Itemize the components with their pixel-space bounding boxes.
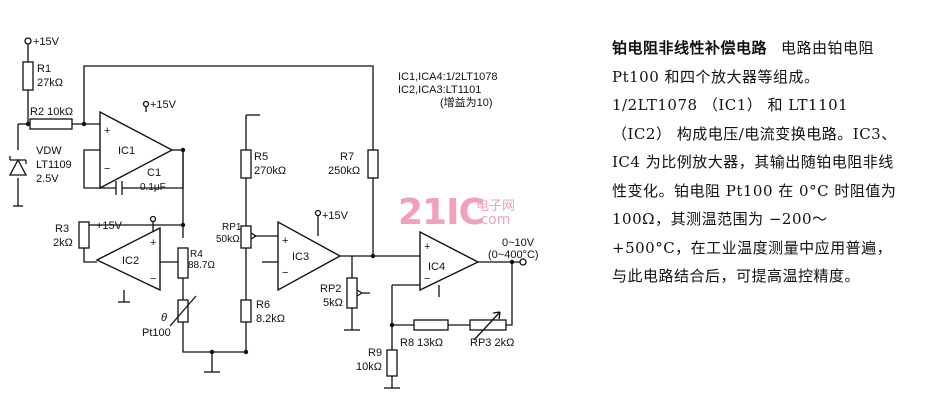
ic4-opamp [419, 230, 480, 292]
svg-text:+: + [282, 235, 288, 247]
ic1-opamp [99, 110, 174, 190]
svg-text:+: + [150, 237, 156, 249]
r8-label: R8 13kΩ [400, 337, 443, 349]
r2-resistor [29, 118, 73, 130]
svg-text:−: − [282, 267, 288, 279]
ic1-vplus-terminal [142, 100, 150, 108]
svg-text:−: − [150, 273, 156, 285]
r9-name: R9 [368, 347, 382, 359]
rp2-name: RP2 [320, 283, 341, 295]
note-line-1: IC1,ICA4:1/2LT1078 [398, 71, 497, 83]
rp2-potentiometer [346, 277, 370, 309]
svg-text:+: + [424, 241, 430, 253]
ic3-label: IC3 [292, 251, 309, 263]
watermark-domain: .com [476, 212, 511, 228]
vplus-terminal [24, 37, 32, 45]
circuit-schematic: + − + − + − + − +15V R1 27kΩ R2 10kΩ VDW… [8, 36, 539, 389]
pt100-label: Pt100 [142, 327, 171, 339]
vdw-part: LT1109 [36, 159, 72, 171]
note-line-2: IC2,ICA3:LT1101 [398, 84, 481, 96]
svg-text:−: − [424, 273, 430, 285]
c1-capacitor [115, 181, 130, 195]
ic2-vplus-terminal [149, 215, 157, 223]
description-title: 铂电阻非线性补偿电路 [612, 39, 768, 57]
r1-value: 27kΩ [37, 77, 63, 89]
r3-resistor [78, 221, 90, 249]
ic4-label: IC4 [428, 261, 445, 273]
junction-dots [25, 121, 515, 355]
ic3-vplus-label: +15V [322, 210, 349, 222]
r3-value: 2kΩ [53, 237, 73, 249]
ic2-label: IC2 [122, 255, 139, 267]
description-body: 电路由铂电阻 Pt100 和四个放大器等组成。1/2LT1078 （IC1） 和… [612, 39, 897, 285]
rp1-value: 50kΩ [216, 234, 240, 245]
r2-label: R2 10kΩ [30, 106, 73, 118]
r7-value: 250kΩ [328, 165, 360, 177]
rp1-name: RP1 [222, 222, 242, 233]
output-range: 0~10V [502, 237, 535, 249]
vdw-name: VDW [36, 145, 62, 157]
r4-value: 88.7Ω [188, 260, 215, 271]
r6-name: R6 [256, 299, 270, 311]
ic3-vplus-terminal [314, 209, 322, 217]
r4-name: R4 [190, 249, 203, 260]
r6-value: 8.2kΩ [256, 313, 285, 325]
r9-resistor [386, 349, 398, 377]
note-line-3: (增益为10) [440, 95, 493, 109]
ic2-opamp [95, 226, 161, 292]
r8-resistor [413, 319, 449, 331]
watermark-brand: 21IC [398, 192, 485, 233]
svg-text:+: + [104, 125, 110, 137]
r7-resistor [367, 149, 379, 179]
ic2-vplus-label: +15V [96, 220, 123, 232]
theta-symbol: θ [161, 312, 167, 324]
rp3-label: RP3 2kΩ [470, 337, 514, 349]
description-block: 铂电阻非线性补偿电路电路由铂电阻 Pt100 和四个放大器等组成。1/2LT10… [612, 34, 902, 291]
ic1-vplus-label: +15V [150, 99, 177, 111]
vplus-label: +15V [33, 36, 60, 48]
output-terminal [519, 258, 527, 266]
r6-resistor [240, 299, 252, 323]
ic1-label: IC1 [118, 145, 135, 157]
rp1-potentiometer [240, 225, 257, 249]
r1-resistor [22, 61, 34, 91]
rp2-value: 5kΩ [323, 297, 343, 309]
pt100-sensor [169, 295, 197, 327]
r5-resistor [240, 149, 252, 179]
vdw-voltage: 2.5V [36, 173, 59, 185]
r7-name: R7 [340, 151, 354, 163]
c1-name: C1 [147, 167, 161, 179]
output-temp: (0~400°C) [488, 249, 539, 261]
r3-name: R3 [55, 223, 69, 235]
c1-value: 0.1μF [140, 182, 166, 193]
ic3-opamp [277, 220, 342, 292]
r4-resistor [177, 247, 189, 279]
svg-text:−: − [104, 163, 110, 175]
r5-name: R5 [254, 151, 268, 163]
rp3-potentiometer [469, 311, 507, 341]
watermark-logo: 21IC 电子网 .com [398, 192, 515, 233]
r9-value: 10kΩ [356, 361, 382, 373]
watermark-cn: 电子网 [476, 199, 516, 214]
vdw-zener-diode [8, 156, 28, 176]
r1-name: R1 [37, 63, 51, 75]
r5-value: 270kΩ [254, 165, 286, 177]
